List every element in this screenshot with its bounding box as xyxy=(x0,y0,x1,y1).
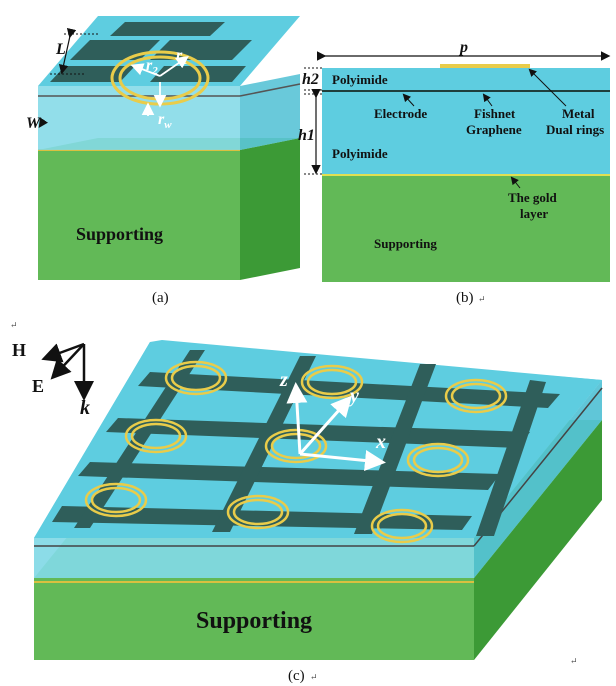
support-label-a: Supporting xyxy=(76,224,163,244)
label-r1: r1 xyxy=(176,47,188,67)
panel-b: p h2 h1 Polyimide Polyimide Electrode Fi… xyxy=(298,39,611,306)
metal-rings-b xyxy=(440,64,530,68)
polyimide-side-c xyxy=(474,380,602,578)
label-rw: rw xyxy=(158,111,172,131)
label-W: W xyxy=(26,115,42,132)
metal-label: Metal xyxy=(562,106,595,121)
label-L: L xyxy=(55,41,66,58)
label-p: p xyxy=(458,39,468,56)
return-mark-c: ↵ xyxy=(310,672,318,682)
axis-y-label: y xyxy=(348,385,359,407)
electrode-label: Electrode xyxy=(374,106,427,121)
label-r2: r2 xyxy=(146,57,158,77)
label-E: E xyxy=(32,376,44,396)
support-block-side-a xyxy=(240,138,300,280)
polyimide-front-c xyxy=(34,538,474,578)
corner-mark-c: ↵ xyxy=(570,656,578,666)
panel-c: z y x H E k ↵ Supporting (c) ↵ ↵ xyxy=(10,320,603,684)
field-triad xyxy=(41,342,94,401)
support-label-c: Supporting xyxy=(196,608,312,634)
dual-rings-label: Dual rings xyxy=(546,122,604,137)
panel-a: r2 r1 rw L W Supporting (a) xyxy=(26,16,301,306)
support-block-front-c xyxy=(34,578,474,660)
rings-c xyxy=(84,360,508,544)
axes-xyz xyxy=(286,382,386,471)
polyimide-top-label: Polyimide xyxy=(332,72,388,87)
polyimide-upper-b xyxy=(322,68,610,90)
caption-b: (b) xyxy=(456,290,474,306)
label-h2: h2 xyxy=(302,71,319,88)
gold-label-2: layer xyxy=(520,206,548,221)
gold-label-1: The gold xyxy=(508,190,558,205)
caption-a: (a) xyxy=(152,290,169,306)
label-h1: h1 xyxy=(298,127,315,144)
polyimide-lower-b xyxy=(322,92,610,174)
support-block-front-a xyxy=(38,150,240,280)
mark-topleft: ↵ xyxy=(10,320,18,330)
polyimide-bottom-label: Polyimide xyxy=(332,146,388,161)
caption-c: (c) xyxy=(288,668,305,684)
return-mark-b: ↵ xyxy=(478,294,486,304)
fishnet-label: Fishnet xyxy=(474,106,516,121)
support-block-side-c xyxy=(474,420,602,660)
graphene-label: Graphene xyxy=(466,122,522,137)
label-H: H xyxy=(12,340,26,360)
axis-z-label: z xyxy=(279,369,288,391)
axis-x-label: x xyxy=(375,431,386,453)
support-block-b xyxy=(322,176,610,282)
label-k: k xyxy=(80,397,90,419)
polyimide-front-a xyxy=(38,86,240,150)
support-label-b: Supporting xyxy=(374,236,437,251)
